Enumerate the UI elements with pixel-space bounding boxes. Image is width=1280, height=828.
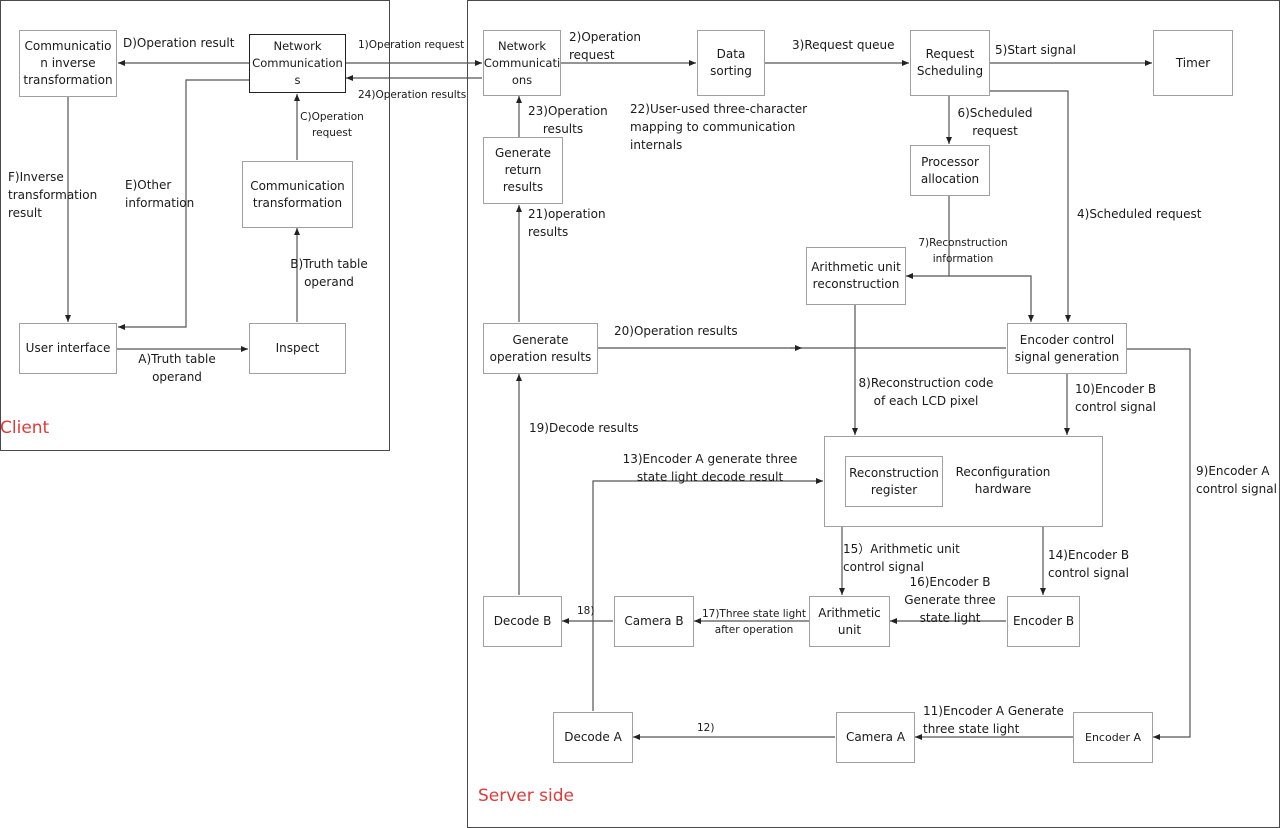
edge-label-15: 15）Arithmetic unit control signal [843, 542, 960, 574]
edge-label-16: 16)Encoder B Generate three state light [904, 575, 996, 625]
edge-label-6: 6)Scheduled request [957, 106, 1033, 138]
client-region-title: Client [0, 418, 50, 438]
node-arithmetic-unit[interactable]: Arithmetic unit [809, 596, 890, 647]
node-generate-operation-results[interactable]: Generate operation results [483, 323, 598, 374]
edge-label-C: C)Operation request [300, 111, 364, 139]
edge-4 [990, 90, 1071, 322]
node-camera-b[interactable]: Camera B [614, 596, 694, 647]
edge-label-13: 13)Encoder A generate three state light … [622, 452, 798, 484]
node-decode-a[interactable]: Decode A [553, 712, 633, 763]
edge-7b [949, 275, 1034, 322]
edge-label-D: D)Operation result [123, 36, 235, 50]
edge-label-A: A)Truth table operand [138, 352, 216, 384]
edge-label-9: 9)Encoder A control signal [1196, 464, 1277, 496]
edge-label-14: 14)Encoder B control signal [1048, 548, 1130, 580]
edge-E [118, 79, 249, 330]
edge-label-8: 8)Reconstruction code of each LCD pixel [858, 376, 994, 408]
node-processor-allocation[interactable]: Processor allocation [910, 145, 990, 196]
node-server-network-communications[interactable]: Network Communicati ons [483, 30, 561, 96]
edge-label-2: 2)Operation request [569, 30, 642, 62]
edge-label-B: B)Truth table operand [290, 257, 368, 289]
edge-label-5: 5)Start signal [995, 43, 1076, 57]
edge-label-10: 10)Encoder B control signal [1075, 382, 1157, 414]
edge-label-7: 7)Reconstruction information [918, 237, 1008, 265]
edge-label-19: 19)Decode results [529, 421, 639, 435]
node-client-network-communications[interactable]: Network Communication s [249, 34, 346, 93]
edge-label-20: 20)Operation results [614, 324, 738, 338]
node-arithmetic-unit-reconstruction[interactable]: Arithmetic unit reconstruction [806, 247, 906, 305]
node-inspect[interactable]: Inspect [249, 323, 346, 374]
node-encoder-b[interactable]: Encoder B [1007, 596, 1080, 647]
node-data-sorting[interactable]: Data sorting [697, 30, 765, 96]
edge-9 [1127, 348, 1191, 740]
edge-label-3: 3)Request queue [792, 38, 895, 52]
node-request-scheduling[interactable]: Request Scheduling [910, 30, 990, 96]
edge-label-17: 17)Three state light after operation [701, 608, 807, 636]
edge-label-21: 21)operation results [528, 207, 606, 239]
edge-label-18: 18) [577, 605, 595, 617]
node-comm-inverse-transformation[interactable]: Communicatio n inverse transformation [19, 30, 117, 97]
node-generate-return-results[interactable]: Generate return results [483, 137, 563, 204]
edge-label-11: 11)Encoder A Generate three state light [923, 704, 1064, 736]
server-region-title: Server side [478, 786, 574, 806]
node-encoder-a[interactable]: Encoder A [1073, 712, 1153, 763]
client-region [0, 0, 390, 451]
edge-label-12: 12) [697, 722, 715, 734]
node-reconfiguration-hardware[interactable]: Reconstruction register Reconfiguration … [824, 436, 1103, 527]
edge-label-E: E)Other information [125, 178, 195, 210]
node-decode-b[interactable]: Decode B [483, 596, 562, 647]
node-camera-a[interactable]: Camera A [836, 712, 915, 763]
edge-label-1: 1)Operation request [358, 39, 465, 51]
edge-label-4: 4)Scheduled request [1077, 207, 1202, 221]
node-user-interface[interactable]: User interface [19, 323, 117, 374]
node-timer[interactable]: Timer [1153, 30, 1233, 96]
node-reconstruction-register[interactable]: Reconstruction register [845, 456, 943, 507]
node-encoder-control-signal-generation[interactable]: Encoder control signal generation [1007, 323, 1127, 374]
node-communication-transformation[interactable]: Communication transformation [242, 161, 353, 228]
edge-label-22: 22)User-used three-character mapping to … [630, 102, 808, 152]
reconfiguration-hardware-label: Reconfiguration hardware [955, 465, 1051, 496]
edge-label-F: F)Inverse transformation result [8, 170, 98, 220]
edge-label-24: 24)Operation results [358, 89, 467, 101]
edge-label-23: 23)Operation results [528, 104, 608, 136]
edge-13 [592, 478, 823, 711]
